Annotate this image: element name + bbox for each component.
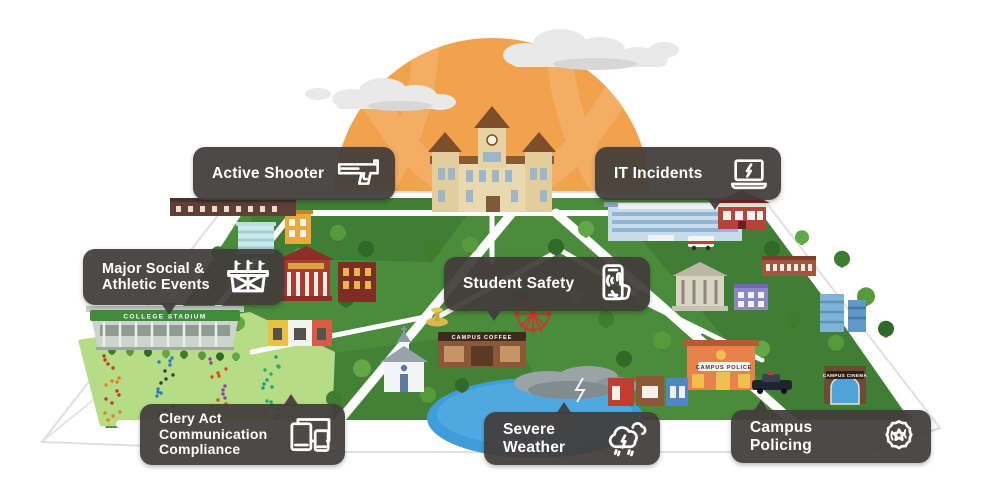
callout-it-incidents[interactable]: IT Incidents: [595, 147, 781, 210]
blue-glass-towers: [820, 294, 866, 332]
callout-student-safety[interactable]: Student Safety: [444, 257, 650, 321]
cinema-building: CAMPUS CINEMA: [823, 366, 868, 405]
stadium-flags-icon: [224, 258, 272, 296]
callout-tail: [161, 303, 177, 315]
storm-cloud-illustration: [514, 366, 638, 403]
callout-tail: [707, 198, 723, 210]
callout-label: Student Safety: [463, 275, 575, 293]
clouds: [305, 29, 679, 111]
callout-label: Campus Policing: [750, 419, 813, 454]
police-car: [752, 372, 792, 394]
callout-campus-policing[interactable]: Campus Policing: [731, 400, 931, 463]
shop-row: [268, 320, 332, 346]
callout-label: IT Incidents: [614, 164, 703, 182]
callout-tail: [283, 394, 299, 406]
cloud-left: [332, 78, 456, 111]
storm-cloud-icon: [604, 418, 648, 460]
callout-clery-act[interactable]: Clery Act Communication Compliance: [140, 394, 345, 465]
callout-active-shooter[interactable]: Active Shooter: [193, 147, 395, 200]
callout-label: Active Shooter: [212, 164, 325, 182]
coffee-banner-text: CAMPUS COFFEE: [452, 335, 513, 341]
classical-building: [672, 262, 728, 311]
library-building: [277, 246, 335, 301]
main-hall-building: [428, 106, 556, 212]
fountain: [426, 307, 448, 327]
purple-building: [734, 284, 768, 310]
laptop-alert-icon: [729, 157, 769, 191]
ambulance: [688, 236, 714, 251]
coffee-shop: CAMPUS COFFEE: [438, 332, 526, 368]
yellow-building: [283, 210, 313, 244]
cinema-banner-text: CAMPUS CINEMA: [823, 373, 868, 378]
callout-major-social-athletic-events[interactable]: Major Social & Athletic Events: [83, 249, 284, 315]
brick-dorm-building: [762, 256, 816, 276]
callout-severe-weather[interactable]: Severe Weather: [484, 402, 660, 465]
callout-label: Major Social & Athletic Events: [102, 260, 210, 293]
stadium-banner-text: COLLEGE STADIUM: [123, 314, 206, 321]
police-banner-text: CAMPUS POLICE: [696, 365, 752, 371]
callout-label: Severe Weather: [503, 421, 566, 456]
callout-tail: [556, 402, 572, 414]
callout-tail: [486, 309, 502, 321]
brick-hall-building: [338, 262, 376, 302]
handgun-icon: [337, 158, 383, 190]
multi-device-icon: [287, 416, 333, 454]
cloud-right: [503, 29, 679, 70]
callout-label: Clery Act Communication Compliance: [159, 409, 268, 458]
phone-tap-icon: [596, 263, 638, 305]
dorm-row-building: [170, 198, 296, 216]
pondside-shops: [608, 376, 688, 406]
police-badge-icon: [879, 417, 919, 457]
police-station: CAMPUS POLICE: [683, 340, 759, 390]
callout-tail: [753, 400, 769, 412]
church: [380, 326, 428, 392]
